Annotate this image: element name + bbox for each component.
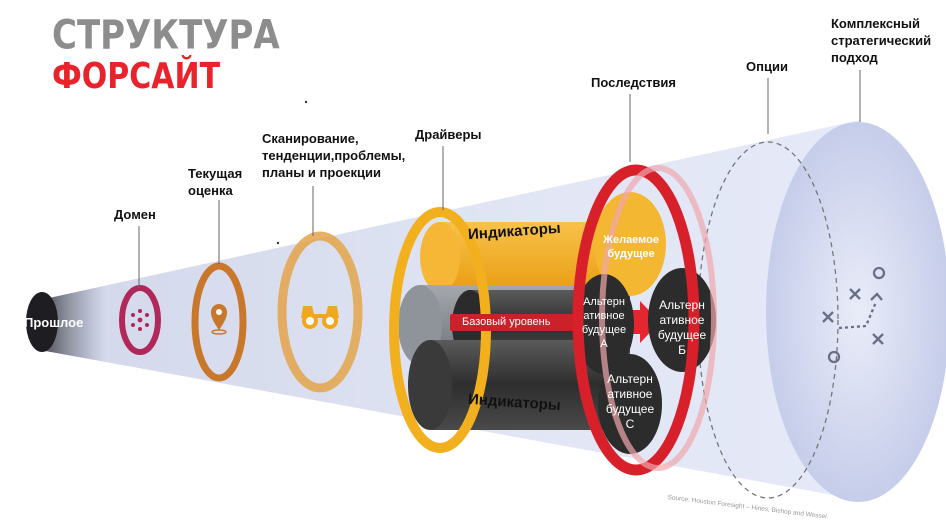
past-label: Прошлое [24,315,84,330]
scanning-line1: Сканирование, [262,131,359,146]
alt-future-c-line2: ативное [607,387,653,401]
desired-future-circle [594,192,666,296]
current-assessment-line2: оценка [188,183,233,198]
alt-future-c-line3: будущее [605,402,655,416]
alt-future-c-circle [598,354,662,454]
dots-cluster-icon [131,309,149,331]
scanning-ring [277,231,363,393]
consequences-label: Последствия [591,75,676,90]
alt-future-c-line1: Альтерн [607,372,653,386]
desired-future-line2: будущее [607,248,655,260]
past-cap [26,292,58,352]
alt-future-b-line3: будущее [657,328,707,342]
alt-future-b-line4: Б [678,343,686,357]
binoculars-icon [301,306,339,329]
alt-future-c-line4: C [625,417,635,431]
strategic-ellipse [766,122,946,502]
alt-future-a-line4: A [600,338,608,350]
current-assessment-line1: Текущая [188,166,243,181]
consequences-ring-pink [599,165,717,471]
desired-future-text: Желаемое будущее [598,233,664,261]
alt-future-b-line1: Альтерн [659,298,705,312]
scanning-label: Сканирование, тенденции,проблемы, планы … [262,130,405,181]
stray-dot [276,241,280,245]
location-pin-icon [211,304,227,335]
alt-future-a-line3: будущее [581,324,627,336]
leader-lines [138,70,861,288]
strategic-line3: подход [831,50,878,65]
alt-future-a-line2: ативное [583,310,625,322]
alt-future-b-text: Альтерн ативное будущее Б [652,298,712,358]
scanning-line3: планы и проекции [262,165,381,180]
options-label: Опции [746,59,788,74]
alt-future-a-line1: Альтерн [583,296,625,308]
alt-future-b-line2: ативное [659,313,705,327]
alt-future-a-text: Альтерн ативное будущее A [578,295,630,351]
strategy-play-icon [822,266,886,364]
current-assessment-ring [191,262,247,382]
alt-future-b-circle [648,268,716,372]
consequences-ring [572,164,700,476]
baseline-bar [450,314,612,331]
strategic-line1: Комплексный [831,16,921,31]
scanning-line2: тенденции,проблемы, [262,148,406,163]
domain-label: Домен [114,207,156,222]
current-assessment-label: Текущая оценка [188,165,242,199]
page-title: СТРУКТУРА [52,12,280,60]
page-subtitle: ФОРСАЙТ [52,56,221,98]
strategic-label: Комплексный стратегический подход [831,15,931,66]
drivers-label: Драйверы [415,127,482,142]
stray-dot [304,100,308,104]
alt-future-c-text: Альтерн ативное будущее C [602,372,658,432]
desired-future-line1: Желаемое [603,234,659,246]
domain-ring [119,285,161,355]
baseline-label: Базовый уровень [462,316,551,328]
strategic-line2: стратегический [831,33,932,48]
